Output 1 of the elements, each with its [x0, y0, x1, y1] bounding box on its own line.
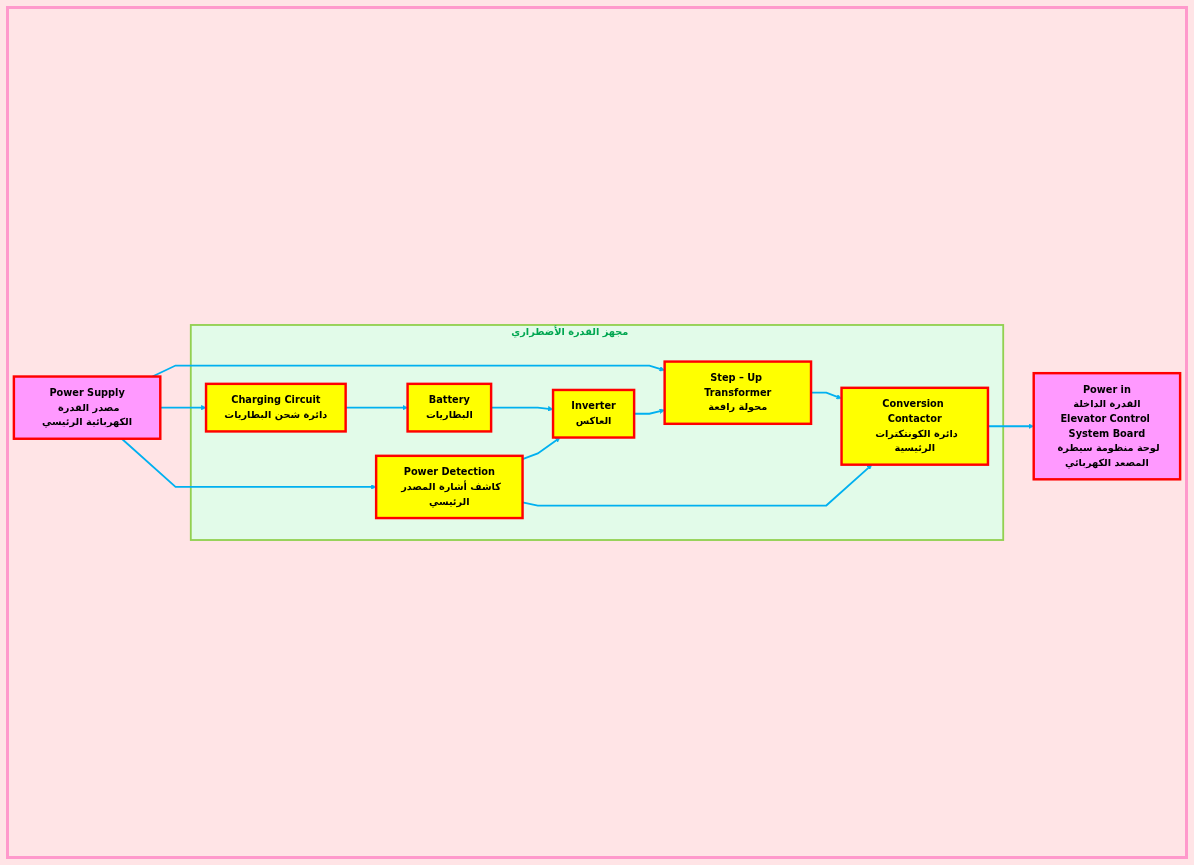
arrow [987, 423, 1034, 429]
